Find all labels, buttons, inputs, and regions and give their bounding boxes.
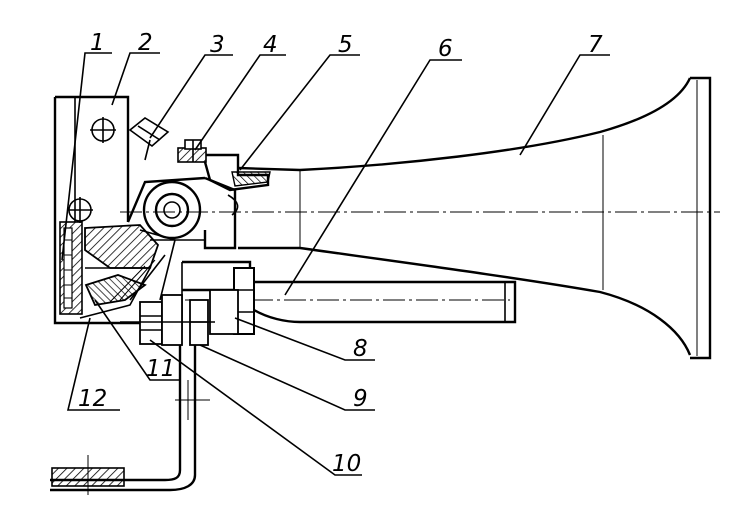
callout-12: 12 [78,386,107,412]
callout-4: 4 [263,32,278,58]
callout-10: 10 [332,451,361,477]
bolt-housing [181,260,517,335]
horn-trumpet [237,76,712,360]
leader-lines [61,52,610,476]
callout-1: 1 [90,30,105,56]
callout-11: 11 [146,356,175,382]
contact-screw [128,117,170,161]
callout-6: 6 [438,36,453,62]
callout-3: 3 [210,32,225,58]
diaphragm-coil [59,221,83,315]
cam-wheel [126,176,206,241]
callout-7: 7 [588,32,603,58]
callout-labels: 1 2 3 4 5 6 7 8 9 10 11 12 [78,30,603,477]
callout-2: 2 [138,30,153,56]
support-bracket [50,345,210,495]
callout-9: 9 [353,386,368,412]
callout-8: 8 [353,336,368,362]
nut-washer-stack [120,294,215,346]
callout-5: 5 [338,32,353,58]
upper-bracket [177,139,271,250]
